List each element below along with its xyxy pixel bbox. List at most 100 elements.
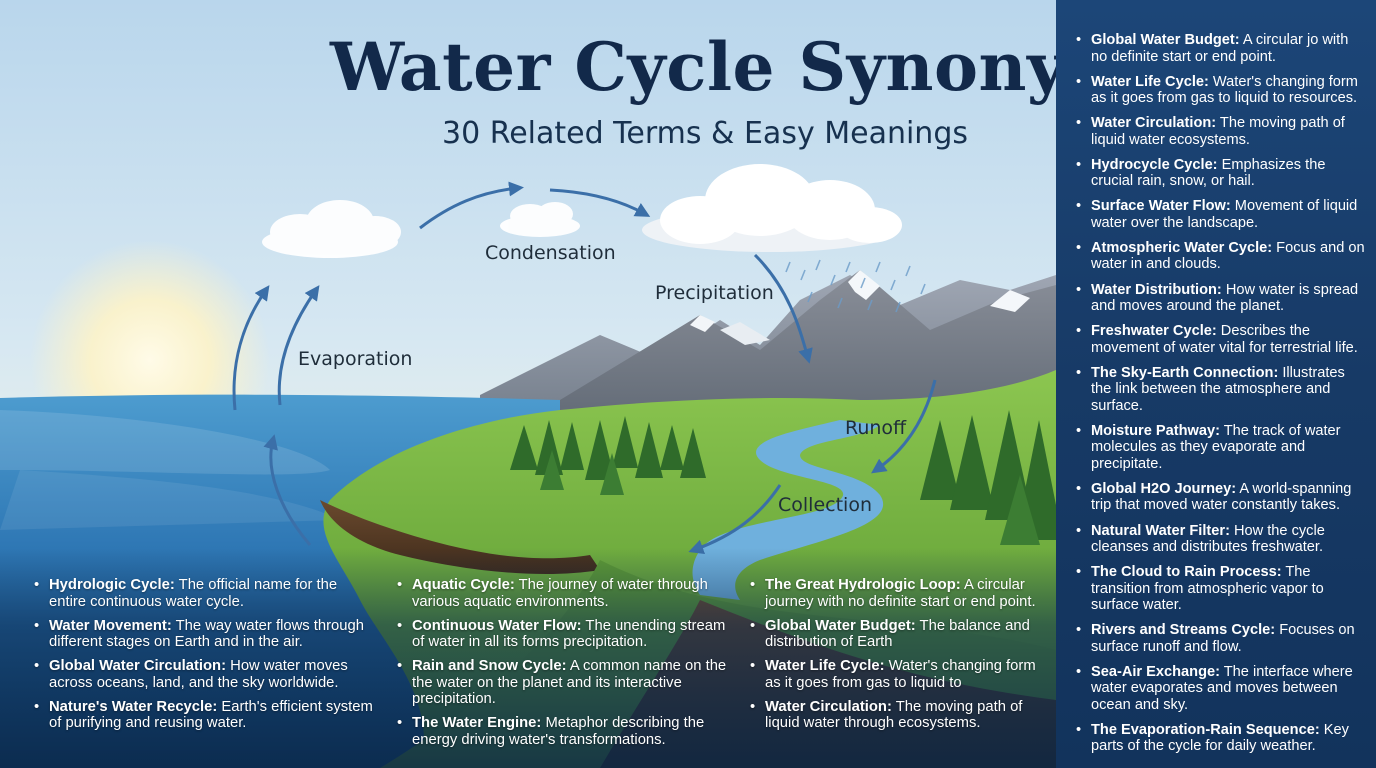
collection-arrow [688, 484, 782, 554]
synonym-term: Continuous Water Flow: [412, 617, 582, 634]
stage-label-evaporation: Evaporation [298, 348, 413, 370]
synonym-meaning: Movement of liquid water over the landsc… [1091, 198, 1358, 231]
synonym-item: Global Water Budget: A circular jo with … [1076, 32, 1366, 65]
synonym-term: Hydrologic Cycle: [49, 577, 175, 593]
synonym-meaning: The track of water molecules as they eva… [1091, 422, 1341, 472]
page-title: Water Cycle Synonyms [330, 28, 1174, 106]
synonym-meaning: The way water flows through different st… [49, 617, 364, 651]
synonym-meaning: The official name for the entire continu… [49, 577, 338, 610]
synonym-term: Water Life Cycle: [765, 658, 885, 674]
clouds [262, 164, 902, 258]
synonym-meaning: The moving path of liquid water through … [765, 698, 1023, 732]
synonym-meaning: Key parts of the cycle for daily weather… [1091, 721, 1349, 755]
synonym-term: Moisture Pathway: [1091, 422, 1220, 439]
rain [785, 259, 926, 313]
stage-label-precipitation: Precipitation [655, 282, 774, 304]
synonym-meaning: How water is spread and moves around the… [1091, 281, 1359, 315]
synonym-column-2: Aquatic Cycle: The journey of water thro… [397, 577, 732, 756]
synonym-term: Aquatic Cycle: [412, 577, 515, 593]
synonym-term: Water Distribution: [1091, 281, 1222, 298]
synonym-item: The Water Engine: Metaphor describing th… [397, 715, 732, 748]
synonym-item: Water Life Cycle: Water's changing form … [1076, 74, 1366, 107]
synonym-item: Nature's Water Recycle: Earth's efficien… [34, 699, 374, 732]
synonym-term: Sea-Air Exchange: [1091, 663, 1220, 680]
synonym-item: Water Life Cycle: Water's changing form … [750, 658, 1045, 691]
synonym-meaning: Focuses on surface runoff and flow. [1091, 622, 1355, 655]
synonym-item: The Cloud to Rain Process: The transitio… [1076, 564, 1366, 614]
evaporation-arrow-3 [263, 434, 312, 546]
synonym-item: Global H2O Journey: A world-spanning tri… [1076, 481, 1366, 514]
synonym-item: Water Distribution: How water is spread … [1076, 282, 1366, 315]
synonym-meaning: A circular journey with no definite star… [765, 577, 1036, 610]
synonym-meaning: A circular jo with no definite start or … [1091, 32, 1349, 65]
evaporation-arrow-2 [277, 285, 320, 406]
synonym-item: Hydrocycle Cycle: Emphasizes the crucial… [1076, 157, 1366, 190]
synonym-meaning: Metaphor describing the energy driving w… [412, 715, 705, 748]
synonym-term: The Sky-Earth Connection: [1091, 364, 1279, 381]
runoff-arrow [871, 379, 937, 474]
synonym-item: The Sky-Earth Connection: Illustrates th… [1076, 365, 1366, 415]
synonym-meaning: The journey of water through various aqu… [412, 577, 708, 610]
synonym-meaning: Describes the movement of water vital fo… [1091, 323, 1358, 356]
synonym-meaning: Water's changing form as it goes from ga… [765, 658, 1036, 691]
synonym-item: Rain and Snow Cycle: A common name on th… [397, 658, 732, 708]
synonym-term: Rivers and Streams Cycle: [1091, 622, 1276, 639]
synonym-meaning: Emphasizes the crucial rain, snow, or ha… [1091, 156, 1326, 190]
synonym-meaning: Illustrates the link between the atmosph… [1091, 364, 1345, 414]
synonym-meaning: How the cycle cleanses and distributes f… [1091, 522, 1325, 556]
synonym-item: Sea-Air Exchange: The interface where wa… [1076, 664, 1366, 714]
synonym-meaning: How water moves across oceans, land, and… [49, 658, 348, 691]
stage-label-condensation: Condensation [485, 242, 616, 264]
synonym-term: Water Life Cycle: [1091, 73, 1209, 90]
synonym-term: Water Circulation: [765, 698, 892, 715]
synonym-term: Atmospheric Water Cycle: [1091, 239, 1273, 256]
synonym-item: Natural Water Filter: How the cycle clea… [1076, 523, 1366, 556]
forest [510, 410, 1063, 545]
synonym-item: Global Water Circulation: How water move… [34, 658, 374, 691]
synonym-meaning: A common name on the the water on the pl… [412, 658, 727, 707]
synonym-meaning: Water's changing form as it goes from ga… [1091, 73, 1358, 107]
synonym-term: Nature's Water Recycle: [49, 698, 218, 715]
synonym-item: Freshwater Cycle: Describes the movement… [1076, 323, 1366, 356]
synonym-meaning: Focus and on water in and clouds. [1091, 239, 1365, 273]
synonym-term: Natural Water Filter: [1091, 522, 1230, 539]
synonym-term: Hydrocycle Cycle: [1091, 156, 1218, 173]
synonym-meaning: The moving path of liquid water ecosyste… [1091, 115, 1345, 148]
synonym-term: The Evaporation-Rain Sequence: [1091, 721, 1320, 738]
synonym-term: The Water Engine: [412, 715, 542, 731]
synonym-item: Water Circulation: The moving path of li… [750, 699, 1045, 732]
synonym-item: Hydrologic Cycle: The official name for … [34, 577, 374, 610]
synonym-term: Global Water Budget: [765, 617, 916, 634]
synonym-item: Surface Water Flow: Movement of liquid w… [1076, 198, 1366, 231]
synonym-column-1: Hydrologic Cycle: The official name for … [34, 577, 374, 739]
evaporation-arrow-1 [232, 285, 270, 411]
precipitation-arrow [753, 253, 813, 364]
synonym-item: Global Water Budget: The balance and dis… [750, 618, 1045, 651]
synonym-item: Water Movement: The way water flows thro… [34, 618, 374, 651]
synonym-term: Global H2O Journey: [1091, 480, 1237, 497]
stage-label-collection: Collection [778, 494, 872, 516]
synonym-meaning: Earth's efficient system of purifying an… [49, 698, 373, 732]
synonym-term: The Great Hydrologic Loop: [765, 577, 961, 593]
synonym-item: Atmospheric Water Cycle: Focus and on wa… [1076, 240, 1366, 273]
page-subtitle: 30 Related Terms & Easy Meanings [441, 116, 968, 151]
condensation-arrow [419, 181, 524, 230]
synonym-term: Freshwater Cycle: [1091, 323, 1217, 340]
transport-arrow [549, 188, 651, 217]
sidebar-synonym-list: Global Water Budget: A circular jo with … [1076, 32, 1366, 764]
synonym-term: Rain and Snow Cycle: [412, 658, 567, 674]
stage-label-runoff: Runoff [845, 417, 907, 439]
synonym-item: Continuous Water Flow: The unending stre… [397, 618, 732, 651]
synonym-item: Aquatic Cycle: The journey of water thro… [397, 577, 732, 610]
synonym-item: Water Circulation: The moving path of li… [1076, 115, 1366, 148]
synonym-meaning: The unending stream of water in all its … [412, 617, 726, 651]
synonym-term: Global Water Circulation: [49, 658, 227, 674]
synonym-column-3: The Great Hydrologic Loop: A circular jo… [750, 577, 1045, 739]
synonym-term: The Cloud to Rain Process: [1091, 564, 1282, 581]
synonym-term: Water Circulation: [1091, 115, 1217, 132]
synonym-meaning: The interface where water evaporates and… [1091, 663, 1353, 713]
cycle-arrows [232, 181, 937, 554]
synonym-item: The Great Hydrologic Loop: A circular jo… [750, 577, 1045, 610]
synonym-item: Rivers and Streams Cycle: Focuses on sur… [1076, 622, 1366, 655]
synonym-term: Surface Water Flow: [1091, 198, 1231, 215]
